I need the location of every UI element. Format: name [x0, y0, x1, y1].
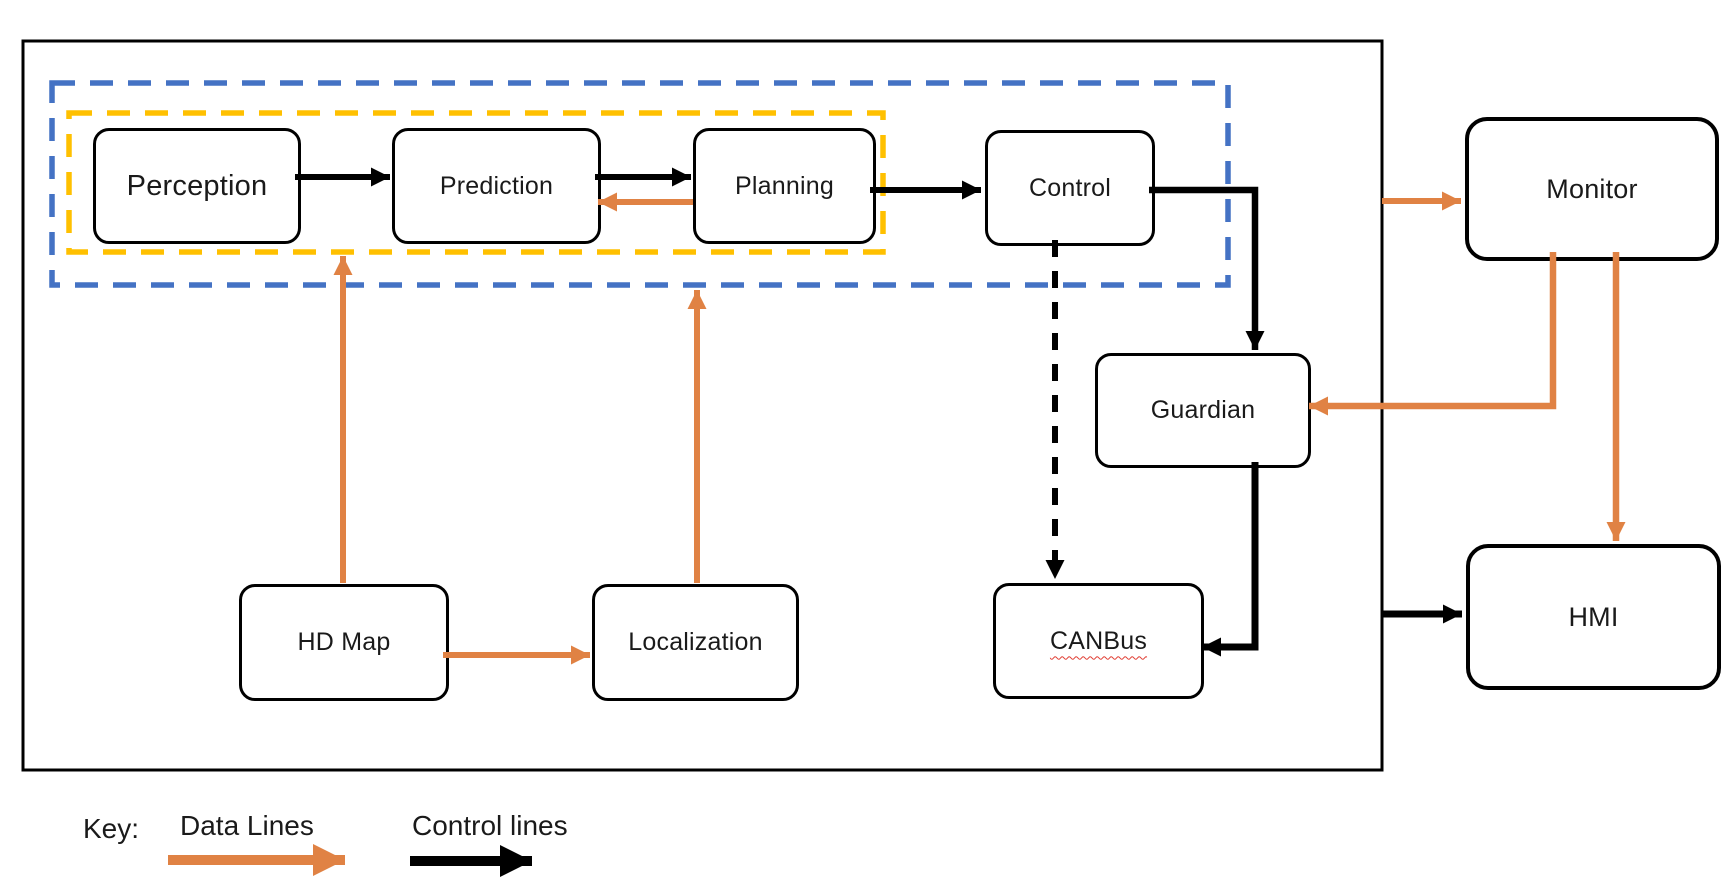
- box-guardian: Guardian: [1095, 353, 1311, 468]
- box-perception-label: Perception: [126, 169, 268, 202]
- box-hdmap: HD Map: [239, 584, 449, 701]
- box-hmi-label: HMI: [1568, 601, 1619, 632]
- box-guardian-label: Guardian: [1150, 396, 1256, 424]
- arrow-monitor-to-guardian: [1309, 252, 1557, 416]
- box-monitor: Monitor: [1465, 117, 1719, 261]
- box-prediction: Prediction: [392, 128, 601, 244]
- arrow-guardian-to-canbus: [1202, 462, 1259, 657]
- box-perception: Perception: [93, 128, 301, 244]
- box-control: Control: [985, 130, 1155, 246]
- key-data-lines-label: Data Lines: [180, 810, 314, 841]
- box-monitor-label: Monitor: [1546, 173, 1638, 204]
- box-canbus-label: CANBus: [1049, 626, 1148, 655]
- box-planning: Planning: [693, 128, 876, 244]
- arrow-control-to-guardian: [1149, 186, 1265, 350]
- box-localization-label: Localization: [628, 628, 763, 656]
- box-hdmap-label: HD Map: [297, 628, 391, 656]
- box-canbus: CANBus: [993, 583, 1204, 699]
- box-localization: Localization: [592, 584, 799, 701]
- key-label: Key:: [83, 813, 140, 844]
- box-planning-label: Planning: [735, 171, 834, 200]
- box-prediction-label: Prediction: [439, 171, 554, 200]
- box-hmi: HMI: [1466, 544, 1721, 690]
- key-control-lines-label: Control lines: [412, 810, 568, 841]
- box-control-label: Control: [1029, 173, 1111, 202]
